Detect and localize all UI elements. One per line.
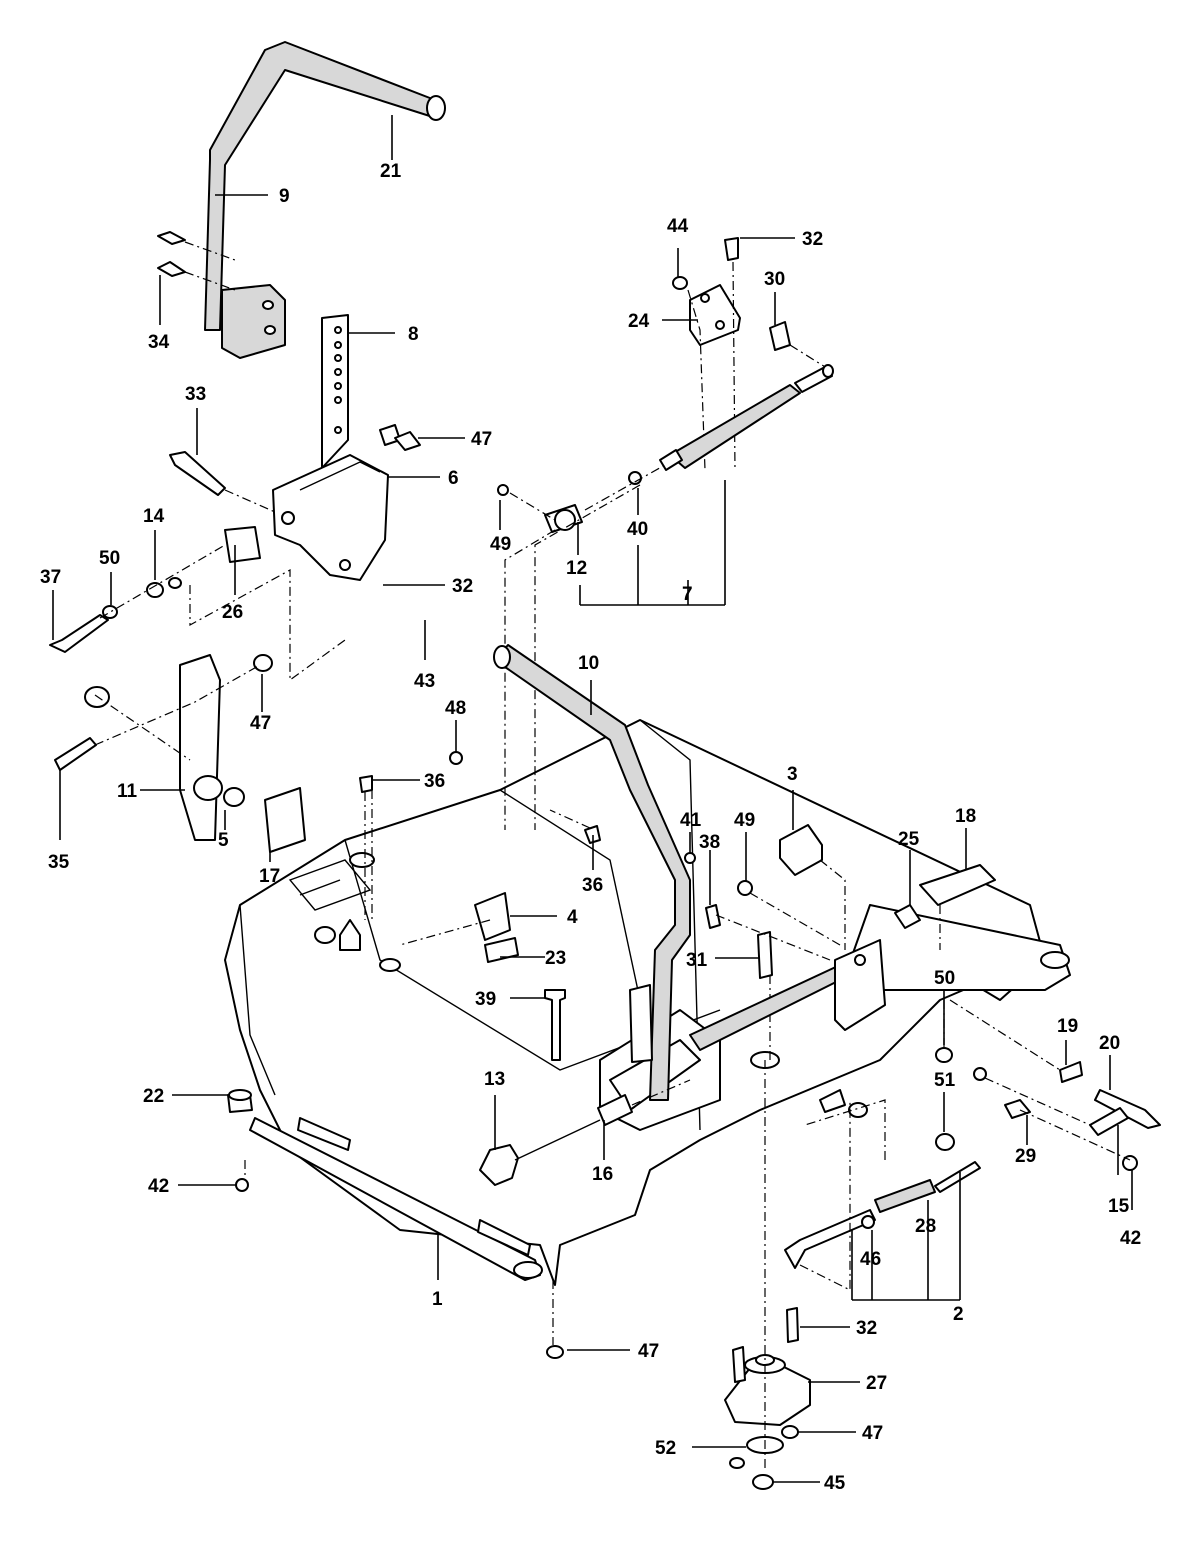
block-hardware-part	[49, 526, 346, 682]
callout-27: 27	[866, 1373, 887, 1394]
callout-16: 16	[592, 1164, 613, 1185]
callout-30: 30	[764, 269, 785, 290]
callout-34: 34	[148, 332, 170, 353]
callout-52: 52	[655, 1438, 676, 1459]
callout-49-mid: 49	[734, 810, 755, 831]
callout-46: 46	[860, 1249, 881, 1270]
callout-8: 8	[408, 324, 419, 345]
callout-32-mid: 32	[452, 576, 473, 597]
callout-10: 10	[578, 653, 599, 674]
callout-7: 7	[682, 584, 693, 605]
callout-3: 3	[787, 764, 798, 785]
callout-36-bottom: 36	[582, 875, 603, 896]
leader-lines	[52, 115, 1133, 1483]
callout-42-left: 42	[148, 1176, 169, 1197]
callout-12: 12	[566, 558, 587, 579]
callout-5: 5	[218, 830, 229, 851]
callout-31: 31	[686, 950, 708, 971]
callout-29: 29	[1015, 1146, 1036, 1167]
callout-18: 18	[955, 806, 976, 827]
callout-26: 26	[222, 602, 243, 623]
control-lever-part	[493, 644, 691, 1101]
screw-36-part	[359, 775, 601, 920]
callout-35: 35	[48, 852, 70, 873]
callout-45: 45	[824, 1473, 846, 1494]
adjust-bar-part	[321, 314, 349, 469]
bumper-part	[227, 1089, 253, 1192]
isolator-mount-part	[546, 1060, 811, 1490]
callout-44: 44	[667, 216, 689, 237]
callout-20: 20	[1099, 1033, 1120, 1054]
callout-6: 6	[448, 468, 459, 489]
callout-41: 41	[680, 810, 702, 831]
callout-47-left: 47	[250, 713, 271, 734]
callout-1: 1	[432, 1289, 443, 1310]
callout-23: 23	[545, 948, 566, 969]
callout-4: 4	[567, 907, 578, 928]
callout-33: 33	[185, 384, 206, 405]
callout-48: 48	[445, 698, 466, 719]
callout-2: 2	[953, 1304, 964, 1325]
callout-43: 43	[414, 671, 435, 692]
callout-47-top: 47	[471, 429, 492, 450]
pad-clip-part	[894, 864, 996, 950]
callout-51: 51	[934, 1070, 956, 1091]
callout-21: 21	[380, 161, 402, 182]
callout-24: 24	[628, 311, 650, 332]
callout-17: 17	[259, 866, 280, 887]
callout-49-top: 49	[490, 534, 511, 555]
callout-13: 13	[484, 1069, 505, 1090]
callout-50-right: 50	[934, 968, 955, 989]
handle-upper-part	[204, 41, 446, 359]
callout-14: 14	[143, 506, 165, 527]
bracket-part	[272, 424, 421, 581]
callout-42-right: 42	[1120, 1228, 1141, 1249]
spring-hardware-part	[935, 999, 1161, 1171]
callout-22: 22	[143, 1086, 164, 1107]
callout-9: 9	[279, 186, 290, 207]
right-rod-part	[689, 939, 886, 1051]
callout-11: 11	[117, 781, 138, 802]
callout-47-bottom: 47	[638, 1341, 659, 1362]
callout-32-bottom: 32	[856, 1318, 877, 1339]
callout-50-left: 50	[99, 548, 120, 569]
callout-32-top: 32	[802, 229, 823, 250]
bolt-33-part	[169, 451, 276, 513]
knob-spring-part	[479, 1079, 691, 1186]
callout-25: 25	[898, 829, 920, 850]
callout-40: 40	[627, 519, 648, 540]
callout-37: 37	[40, 567, 61, 588]
callout-labels: 1 2 3 4 5 6 7 8 9 10 11 12 13 14 15 16 1…	[40, 161, 1141, 1494]
top-plate-part	[672, 237, 831, 471]
callout-38: 38	[699, 832, 720, 853]
lower-arm-part	[54, 654, 306, 853]
fastener-cluster-part	[449, 751, 841, 1061]
callout-47-mount: 47	[862, 1423, 883, 1444]
callout-19: 19	[1057, 1016, 1078, 1037]
linkage-rod-part	[784, 1099, 981, 1291]
switch-part	[399, 824, 846, 963]
callout-28: 28	[915, 1216, 936, 1237]
callout-15: 15	[1108, 1196, 1130, 1217]
cylinder-part	[497, 364, 834, 830]
callout-39: 39	[475, 989, 496, 1010]
callout-36-top: 36	[424, 771, 445, 792]
bolt-part	[157, 231, 236, 291]
